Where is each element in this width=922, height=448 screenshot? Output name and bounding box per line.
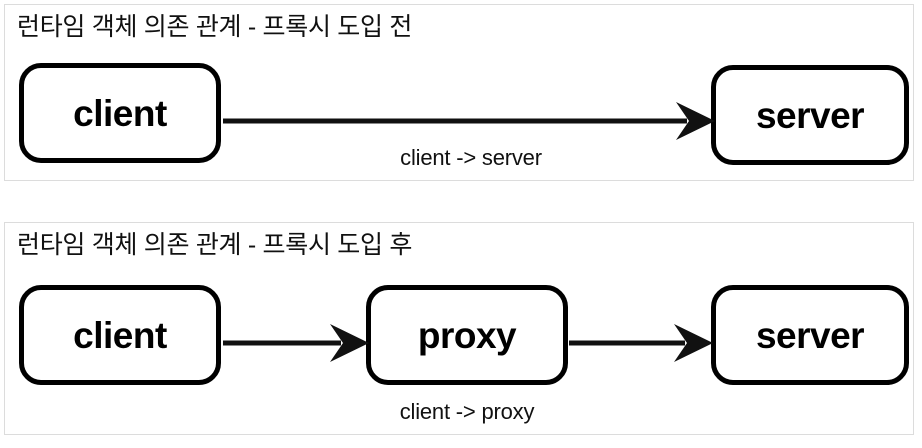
- arrow-client-to-proxy-icon: [223, 324, 369, 362]
- node-client-before: client: [19, 63, 221, 163]
- node-server-before-label: server: [755, 94, 865, 136]
- node-proxy-after-label: proxy: [417, 314, 517, 356]
- panel-after-proxy-title: 런타임 객체 의존 관계 - 프록시 도입 후: [17, 231, 413, 259]
- edge-label-client-to-server: client -> server: [400, 145, 542, 170]
- node-server-before: server: [711, 65, 909, 165]
- arrow-proxy-to-server-icon: [569, 324, 713, 362]
- edge-label-client-to-proxy: client -> proxy: [399, 399, 535, 424]
- node-server-after-label: server: [755, 314, 865, 356]
- node-client-after-label: client: [73, 314, 167, 356]
- arrow-client-to-server-icon: [223, 102, 715, 140]
- panel-before-proxy-title: 런타임 객체 의존 관계 - 프록시 도입 전: [17, 13, 413, 41]
- panel-after-proxy: 런타임 객체 의존 관계 - 프록시 도입 후 client proxy ser…: [4, 222, 914, 435]
- panel-before-proxy: 런타임 객체 의존 관계 - 프록시 도입 전 client server cl…: [4, 4, 914, 181]
- node-proxy-after: proxy: [366, 285, 568, 385]
- node-client-before-label: client: [73, 92, 167, 134]
- node-client-after: client: [19, 285, 221, 385]
- node-server-after: server: [711, 285, 909, 385]
